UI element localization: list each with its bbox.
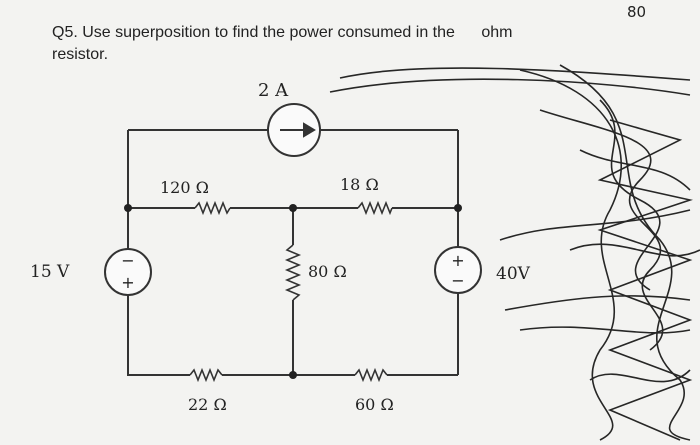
handwritten-80: 80 xyxy=(627,3,647,21)
resistor-60 xyxy=(354,367,388,383)
label-current-source: 2 A xyxy=(258,80,289,101)
node-middle-top xyxy=(289,204,297,212)
right-source-minus: − xyxy=(451,271,464,290)
label-resistor-80: 80 Ω xyxy=(308,262,347,281)
wire-left xyxy=(127,130,190,376)
right-source-plus: + xyxy=(451,251,464,270)
current-source xyxy=(267,103,321,157)
resistor-18 xyxy=(357,200,393,216)
resistor-120 xyxy=(194,200,231,216)
label-resistor-120: 120 Ω xyxy=(160,178,209,197)
label-voltage-left: 15 V xyxy=(30,262,70,282)
question-line2: resistor. xyxy=(52,46,109,63)
node-left xyxy=(124,204,132,212)
node-middle-bottom xyxy=(289,371,297,379)
resistor-22 xyxy=(189,367,223,383)
label-resistor-22: 22 Ω xyxy=(188,395,227,414)
voltage-source-left xyxy=(104,248,152,296)
question-line1: Q5. Use superposition to find the power … xyxy=(52,24,455,41)
question-text: Q5. Use superposition to find the power … xyxy=(52,22,652,66)
left-source-plus: + xyxy=(121,273,134,292)
resistor-80 xyxy=(284,244,302,301)
node-right xyxy=(454,204,462,212)
label-resistor-60: 60 Ω xyxy=(355,395,394,414)
question-unit: ohm xyxy=(481,24,513,41)
voltage-source-right xyxy=(434,246,482,294)
label-voltage-right: 40V xyxy=(496,264,530,284)
label-resistor-18: 18 Ω xyxy=(340,175,379,194)
left-source-minus: − xyxy=(121,251,134,270)
scribble-overlay xyxy=(329,64,700,441)
